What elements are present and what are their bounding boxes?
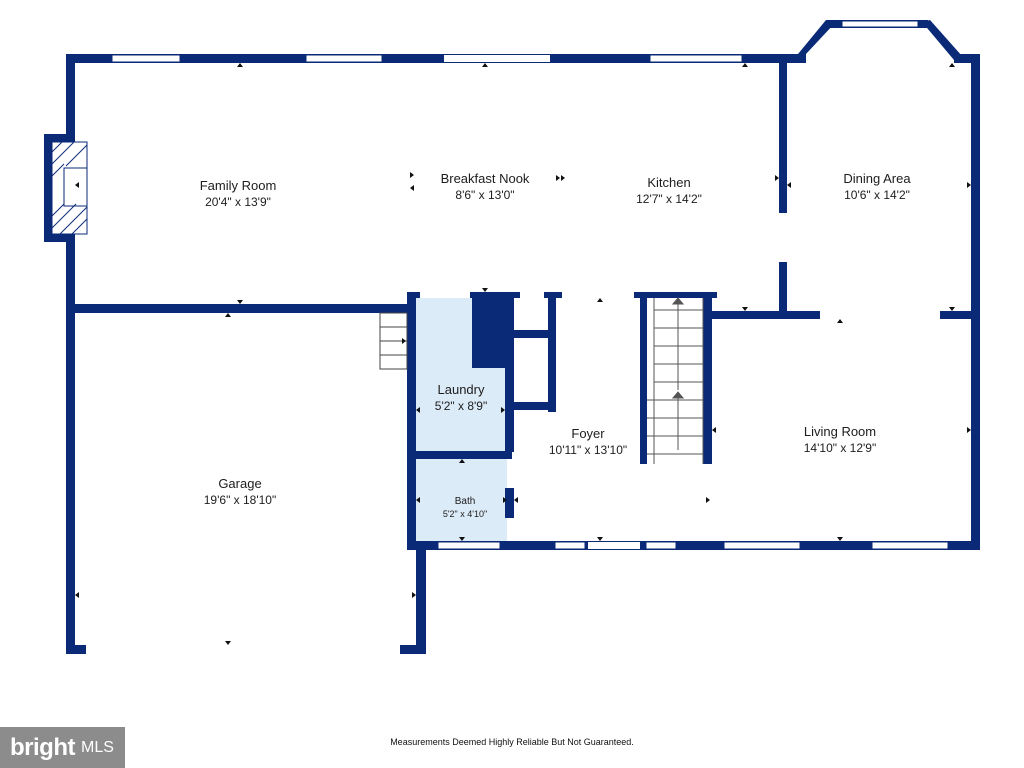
bath-fill (415, 458, 507, 543)
room-dimensions: 5'2" x 4'10" (442, 509, 488, 519)
room-name: Dining Area (843, 171, 911, 186)
door-openings (420, 292, 634, 298)
fireplace (51, 141, 88, 235)
walls (44, 20, 980, 654)
room-dimensions: 10'11" x 13'10" (548, 443, 628, 457)
room-label-dining-area: Dining Area 10'6" x 14'2" (843, 171, 910, 203)
windows (86, 20, 949, 653)
room-name: Garage (218, 476, 262, 491)
room-dimensions: 14'10" x 12'9" (803, 441, 877, 455)
measurement-disclaimer: Measurements Deemed Highly Reliable But … (390, 737, 634, 747)
room-dimensions: 8'6" x 13'0" (455, 188, 515, 202)
room-label-bath: Bath 5'2" x 4'10" (443, 496, 487, 520)
logo-suffix: MLS (80, 738, 114, 756)
dimension-markers (75, 63, 971, 645)
room-name: Family Room (199, 178, 277, 193)
room-label-kitchen: Kitchen 12'7" x 14'2" (636, 175, 702, 207)
room-name: Laundry (437, 382, 485, 397)
room-label-foyer: Foyer 10'11" x 13'10" (549, 426, 627, 458)
logo-brand: bright (10, 733, 75, 761)
room-label-living-room: Living Room 14'10" x 12'9" (804, 424, 877, 456)
room-label-breakfast-nook: Breakfast Nook 8'6" x 13'0" (441, 171, 530, 203)
room-label-family-room: Family Room 20'4" x 13'9" (200, 178, 277, 210)
room-dimensions: 5'2" x 8'9" (434, 399, 488, 413)
room-label-laundry: Laundry 5'2" x 8'9" (435, 382, 487, 414)
room-name: Breakfast Nook (440, 171, 530, 186)
room-name: Foyer (571, 426, 605, 441)
room-dimensions: 20'4" x 13'9" (205, 195, 271, 209)
bright-mls-logo: bright MLS (0, 727, 125, 768)
room-name: Bath (454, 496, 476, 507)
room-dimensions: 10'6" x 14'2" (844, 188, 910, 202)
staircase (647, 297, 704, 464)
room-name: Living Room (803, 424, 877, 439)
room-dimensions: 19'6" x 18'10" (203, 493, 277, 507)
room-dimensions: 12'7" x 14'2" (636, 192, 702, 206)
room-label-garage: Garage 19'6" x 18'10" (204, 476, 277, 508)
room-name: Kitchen (647, 175, 691, 190)
